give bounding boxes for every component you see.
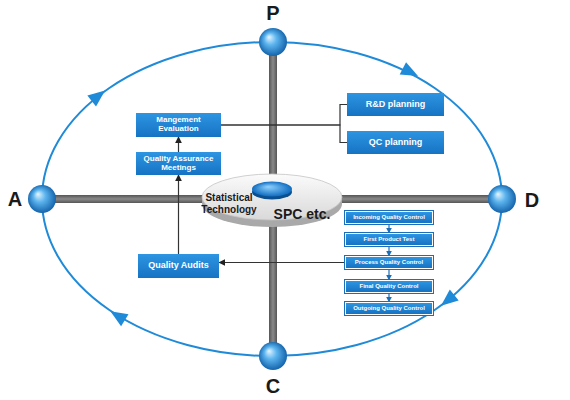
axis-sphere — [259, 28, 287, 56]
connector — [388, 246, 389, 256]
connector — [219, 262, 345, 263]
connector — [221, 125, 347, 143]
plan-box: QC planning — [347, 131, 444, 154]
step-box: First Product Test — [345, 233, 433, 246]
disc-title: SPC etc. — [260, 206, 344, 222]
step-box: Final Quality Control — [345, 280, 433, 293]
connector — [388, 293, 389, 302]
phase-letter: D — [525, 189, 539, 212]
box-label: First Product Test — [364, 236, 415, 243]
phase-letter: A — [8, 188, 22, 211]
connector — [178, 137, 179, 152]
step-box: Outgoing Quality Control — [345, 302, 433, 315]
box-label: Final Quality Control — [359, 283, 418, 290]
step-box: Incoming Quality Control — [345, 211, 433, 224]
box-label: Process Quality Control — [355, 259, 423, 266]
cycle-arrowhead — [400, 62, 422, 82]
phase-letter: C — [266, 375, 280, 398]
axis-sphere — [488, 185, 516, 213]
phase-letter: P — [266, 2, 279, 25]
connector — [388, 269, 389, 280]
connector — [221, 105, 347, 126]
process-box: Quality Audits — [138, 254, 219, 278]
cycle-arrowhead — [437, 290, 459, 312]
box-label: Outgoing Quality Control — [353, 305, 425, 312]
cycle-arrowhead — [87, 85, 109, 106]
connector — [388, 224, 389, 233]
disc-core — [252, 182, 292, 197]
box-label: Incoming Quality Control — [353, 214, 425, 221]
center-disc: Statistical TechnologySPC etc. — [196, 170, 346, 232]
cycle-ring — [42, 42, 502, 356]
box-label: Quality Audits — [148, 261, 209, 271]
axis-sphere — [259, 342, 287, 370]
step-box: Process Quality Control — [345, 256, 433, 269]
disc-caption: Statistical Technology — [196, 192, 262, 215]
plan-box: R&D planning — [347, 93, 444, 116]
box-label: R&D planning — [366, 100, 426, 110]
axis-sphere — [28, 185, 56, 213]
connector — [178, 175, 179, 254]
box-label: QC planning — [369, 138, 423, 148]
process-box: Mangement Evaluation — [136, 113, 221, 137]
cycle-arrowhead — [107, 305, 129, 326]
box-label: Quality Assurance Meetings — [138, 155, 219, 173]
process-box: Quality Assurance Meetings — [136, 152, 221, 175]
box-label: Mangement Evaluation — [138, 116, 219, 134]
